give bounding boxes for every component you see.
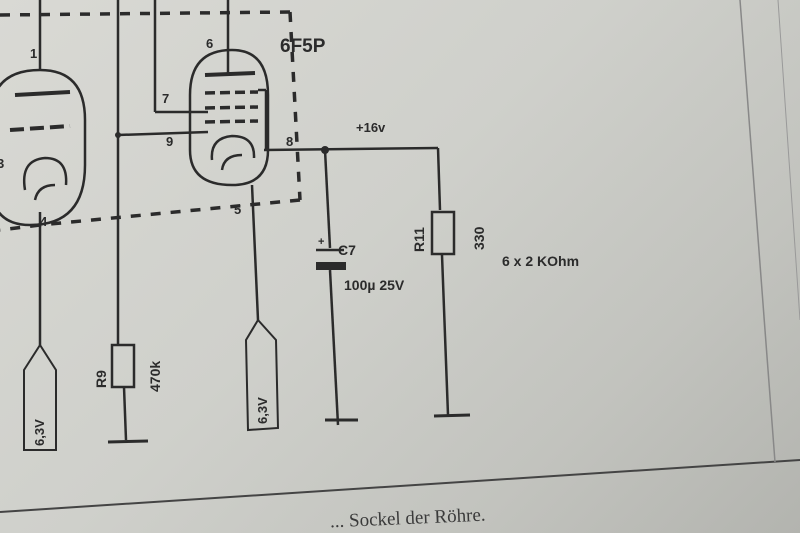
c7-plate-bottom bbox=[316, 262, 346, 270]
left-heater-label: 6,3V bbox=[32, 419, 47, 446]
r9-ref-label: R9 bbox=[93, 370, 109, 388]
wires bbox=[116, 0, 450, 426]
pin-5-label: 5 bbox=[234, 202, 241, 217]
shield-dashes bbox=[0, 10, 302, 232]
resistor-r9-body bbox=[110, 343, 136, 389]
pin-1-label: 1 bbox=[30, 46, 37, 61]
page-right-rule bbox=[739, 0, 776, 463]
resistor-r11-body bbox=[430, 210, 456, 256]
page-edge bbox=[777, 0, 800, 321]
left-tube bbox=[0, 0, 87, 345]
page-bottom-rule bbox=[0, 459, 800, 513]
r9-ground bbox=[107, 439, 149, 444]
pin-7-label: 7 bbox=[162, 91, 169, 106]
resistor-note-label: 6 x 2 KOhm bbox=[502, 253, 579, 269]
pin-4-label: 4 bbox=[40, 214, 48, 229]
pin-3-label: 3 bbox=[0, 156, 4, 171]
r11-value-label: 330 bbox=[471, 226, 487, 250]
r11-ref-label: R11 bbox=[411, 227, 427, 252]
pin-6-label: 6 bbox=[206, 36, 213, 51]
tube-6f5p bbox=[188, 0, 270, 187]
tube-type-label: 6F5P bbox=[280, 36, 326, 57]
right-heater-terminal bbox=[244, 318, 280, 432]
junction-dot bbox=[321, 146, 329, 154]
r11-ground bbox=[433, 413, 471, 418]
right-heater-label: 6,3V bbox=[255, 397, 270, 424]
pin-8-label: 8 bbox=[286, 134, 293, 149]
junction-dot-left bbox=[115, 132, 121, 138]
left-heater-terminal bbox=[23, 343, 57, 451]
r9-lead bbox=[122, 386, 128, 441]
supply-voltage-label: +16v bbox=[356, 120, 386, 135]
c7-polarity-label: + bbox=[318, 236, 324, 248]
c7-ref-label: C7 bbox=[338, 242, 356, 258]
r9-value-label: 470k bbox=[147, 361, 163, 392]
c7-value-label: 100µ 25V bbox=[344, 277, 405, 293]
pin-9-label: 9 bbox=[166, 134, 173, 149]
